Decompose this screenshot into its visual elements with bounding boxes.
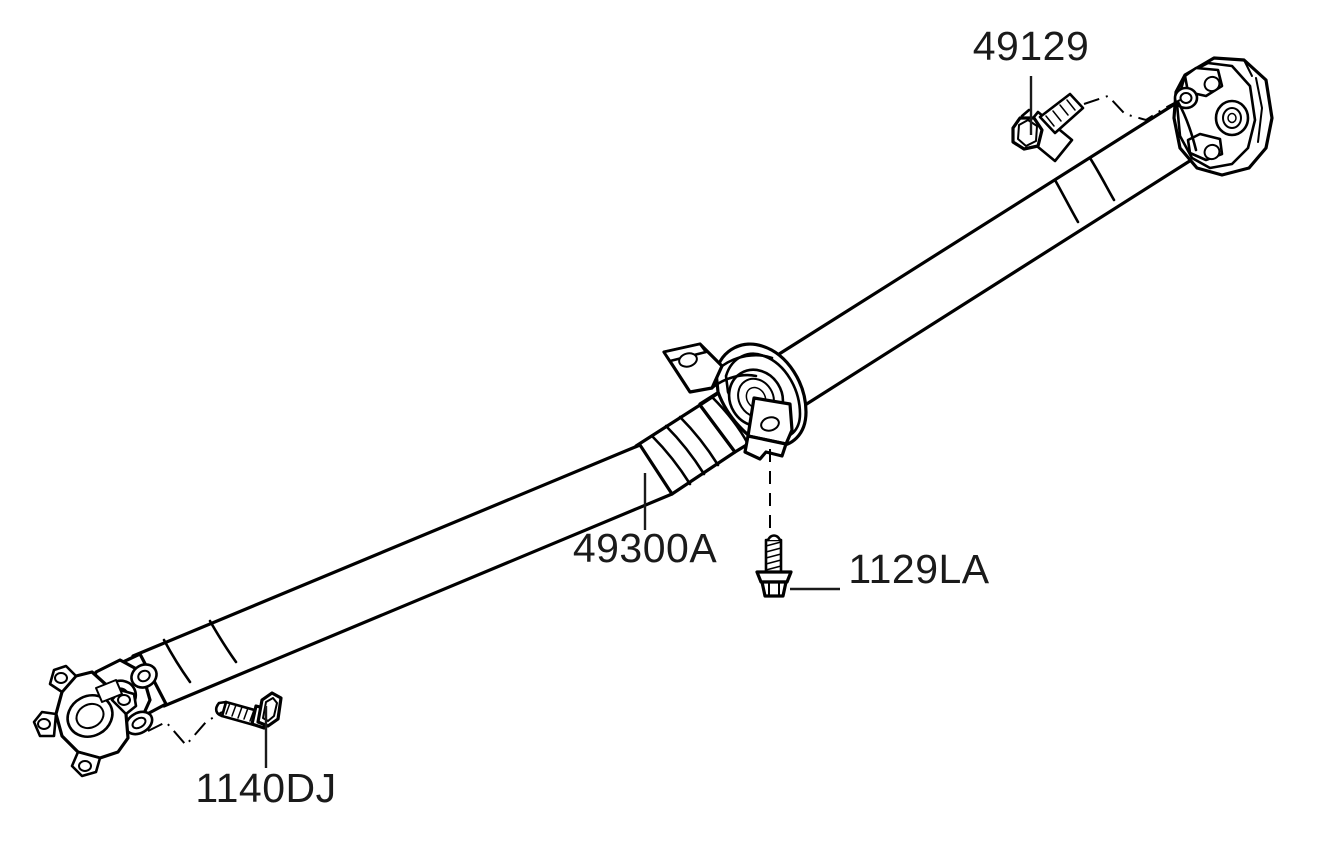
rear-flange-yoke	[1172, 56, 1274, 177]
part-label-1129LA: 1129LA	[848, 546, 989, 592]
assembly-line-1140DJ	[147, 711, 223, 747]
center-support-bearing	[662, 342, 808, 461]
part-label-49129: 49129	[973, 23, 1090, 69]
part-label-49300A: 49300A	[573, 525, 718, 571]
slip-joint-boot	[634, 376, 764, 496]
part-label-1140DJ: 1140DJ	[195, 765, 336, 811]
bolt-49129	[1011, 92, 1085, 163]
bolt-1129LA	[755, 534, 793, 598]
front-flange-yoke	[32, 652, 168, 778]
